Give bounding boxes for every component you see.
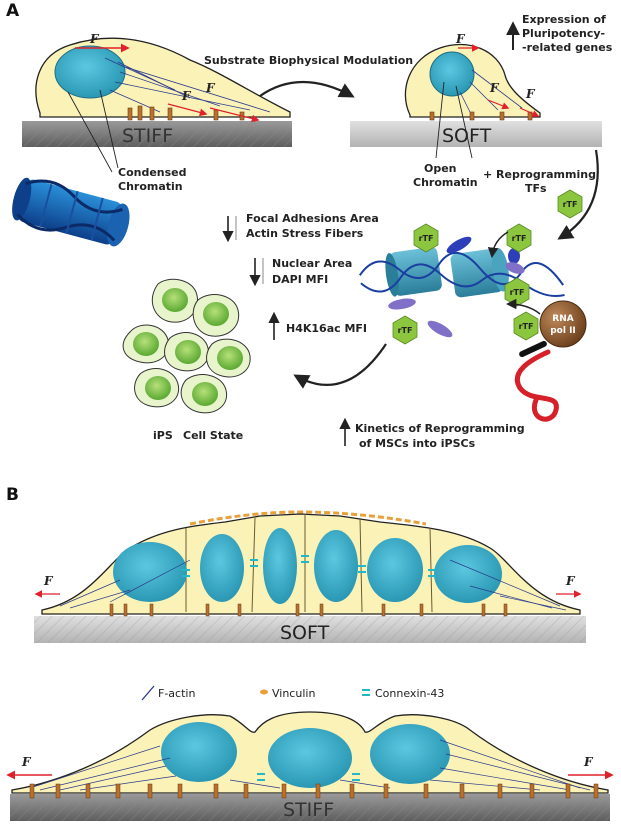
soft-cell-layer bbox=[41, 510, 581, 617]
svg-text:rTF: rTF bbox=[510, 288, 525, 297]
factin-legend-label: F-actin bbox=[158, 687, 195, 700]
svg-text:rTF: rTF bbox=[563, 200, 578, 209]
force-label: F bbox=[489, 81, 500, 95]
factin-legend-icon bbox=[141, 685, 155, 701]
panel-b-label: B bbox=[6, 485, 19, 505]
to-ips-curve-arrow bbox=[293, 343, 387, 389]
open-chromatin-label-1: Open bbox=[424, 162, 457, 175]
stiff-cell bbox=[35, 37, 291, 121]
ips-colony bbox=[122, 278, 251, 414]
force-label: F bbox=[21, 755, 32, 769]
connexin-legend-label: Connexin-43 bbox=[375, 687, 444, 700]
stiff-substrate-label: STIFF bbox=[122, 125, 173, 147]
rtf-factor: rTF bbox=[504, 277, 530, 307]
cell-state-label: Cell State bbox=[183, 429, 243, 442]
reprogramming-curve-arrow bbox=[557, 149, 599, 240]
rtf-factor: rTF bbox=[392, 315, 418, 345]
force-arrow-stiff-mid bbox=[167, 103, 208, 117]
pointer-condensed bbox=[99, 89, 119, 169]
reprogramming-tfs-label-2: TFs bbox=[525, 182, 547, 195]
open-chromatin-complex bbox=[358, 236, 565, 338]
force-label: F bbox=[583, 755, 594, 769]
rna-polymerase-ii: RNA pol II bbox=[515, 300, 587, 422]
svg-text:rTF: rTF bbox=[398, 326, 413, 335]
kinetics-label-1: Kinetics of Reprogramming bbox=[355, 422, 525, 435]
modulation-arrow bbox=[259, 81, 355, 98]
force-label: F bbox=[205, 81, 216, 95]
h4k16ac-label: H4K16ac MFI bbox=[286, 322, 367, 335]
dapi-label: DAPI MFI bbox=[272, 273, 328, 286]
panel-a-label: A bbox=[6, 1, 20, 21]
force-arrow-soft-mid bbox=[487, 99, 510, 110]
stiff-substrate-b-label: STIFF bbox=[283, 799, 334, 821]
force-label: F bbox=[43, 574, 54, 588]
force-label: F bbox=[181, 89, 192, 103]
legend: F-actin Vinculin Connexin-43 bbox=[141, 685, 444, 701]
condensed-chromatin-illustration bbox=[12, 177, 130, 247]
binding-arrow-1 bbox=[487, 231, 509, 259]
rtf-factor: rTF bbox=[413, 223, 439, 253]
reprogramming-tfs-label-1: + Reprogramming bbox=[483, 168, 596, 181]
vinculin-legend-label: Vinculin bbox=[272, 687, 315, 700]
modulation-label: Substrate Biophysical Modulation bbox=[204, 54, 413, 67]
rtf-factor: rTF bbox=[506, 223, 532, 253]
focal-adhesions-soft bbox=[429, 111, 533, 121]
soft-substrate-b: SOFT bbox=[34, 616, 586, 644]
connexin-legend-icon bbox=[362, 689, 370, 696]
force-label: F bbox=[455, 32, 466, 46]
mrna-ribbon bbox=[515, 349, 559, 422]
stiff-substrate-top: STIFF bbox=[22, 121, 292, 147]
open-chromatin-label-2: Chromatin bbox=[413, 176, 478, 189]
ips-label: iPS bbox=[153, 429, 173, 442]
rtf-factor: rTF bbox=[557, 189, 583, 219]
kinetics-label-2: of MSCs into iPSCs bbox=[359, 437, 476, 450]
force-arrow-soft-right bbox=[519, 107, 540, 117]
condensed-chromatin-label-2: Chromatin bbox=[118, 180, 183, 193]
expression-label-2: Pluripotency- bbox=[522, 27, 605, 40]
svg-text:RNA: RNA bbox=[552, 314, 573, 324]
focal-adhesions-label: Focal Adhesions Area bbox=[246, 212, 379, 225]
soft-substrate-b-label: SOFT bbox=[280, 622, 330, 644]
svg-text:rTF: rTF bbox=[512, 234, 527, 243]
expression-label-1: Expression of bbox=[522, 13, 606, 26]
nuclear-area-label: Nuclear Area bbox=[272, 257, 352, 270]
svg-text:rTF: rTF bbox=[519, 322, 534, 331]
stiff-substrate-b: STIFF bbox=[10, 794, 610, 821]
soft-cell bbox=[404, 43, 541, 121]
pointer-open-2 bbox=[455, 85, 473, 159]
force-label: F bbox=[565, 574, 576, 588]
rtf-factor: rTF bbox=[513, 311, 539, 341]
binding-arrow-2 bbox=[505, 298, 541, 315]
pointer-open bbox=[435, 81, 445, 159]
soft-substrate-top: SOFT bbox=[350, 121, 602, 147]
vinculin-legend-icon bbox=[260, 689, 268, 695]
pointer-condensed-2 bbox=[67, 91, 113, 173]
force-label: F bbox=[89, 32, 100, 46]
expression-label-3: -related genes bbox=[522, 41, 613, 54]
svg-text:pol II: pol II bbox=[550, 326, 576, 336]
stiff-cell-layer bbox=[11, 711, 609, 799]
condensed-chromatin-label-1: Condensed bbox=[118, 166, 187, 179]
force-label: F bbox=[525, 87, 536, 101]
svg-text:rTF: rTF bbox=[419, 234, 434, 243]
force-arrow-stiff-right bbox=[209, 107, 260, 123]
actin-fibers-label: Actin Stress Fibers bbox=[246, 227, 364, 240]
